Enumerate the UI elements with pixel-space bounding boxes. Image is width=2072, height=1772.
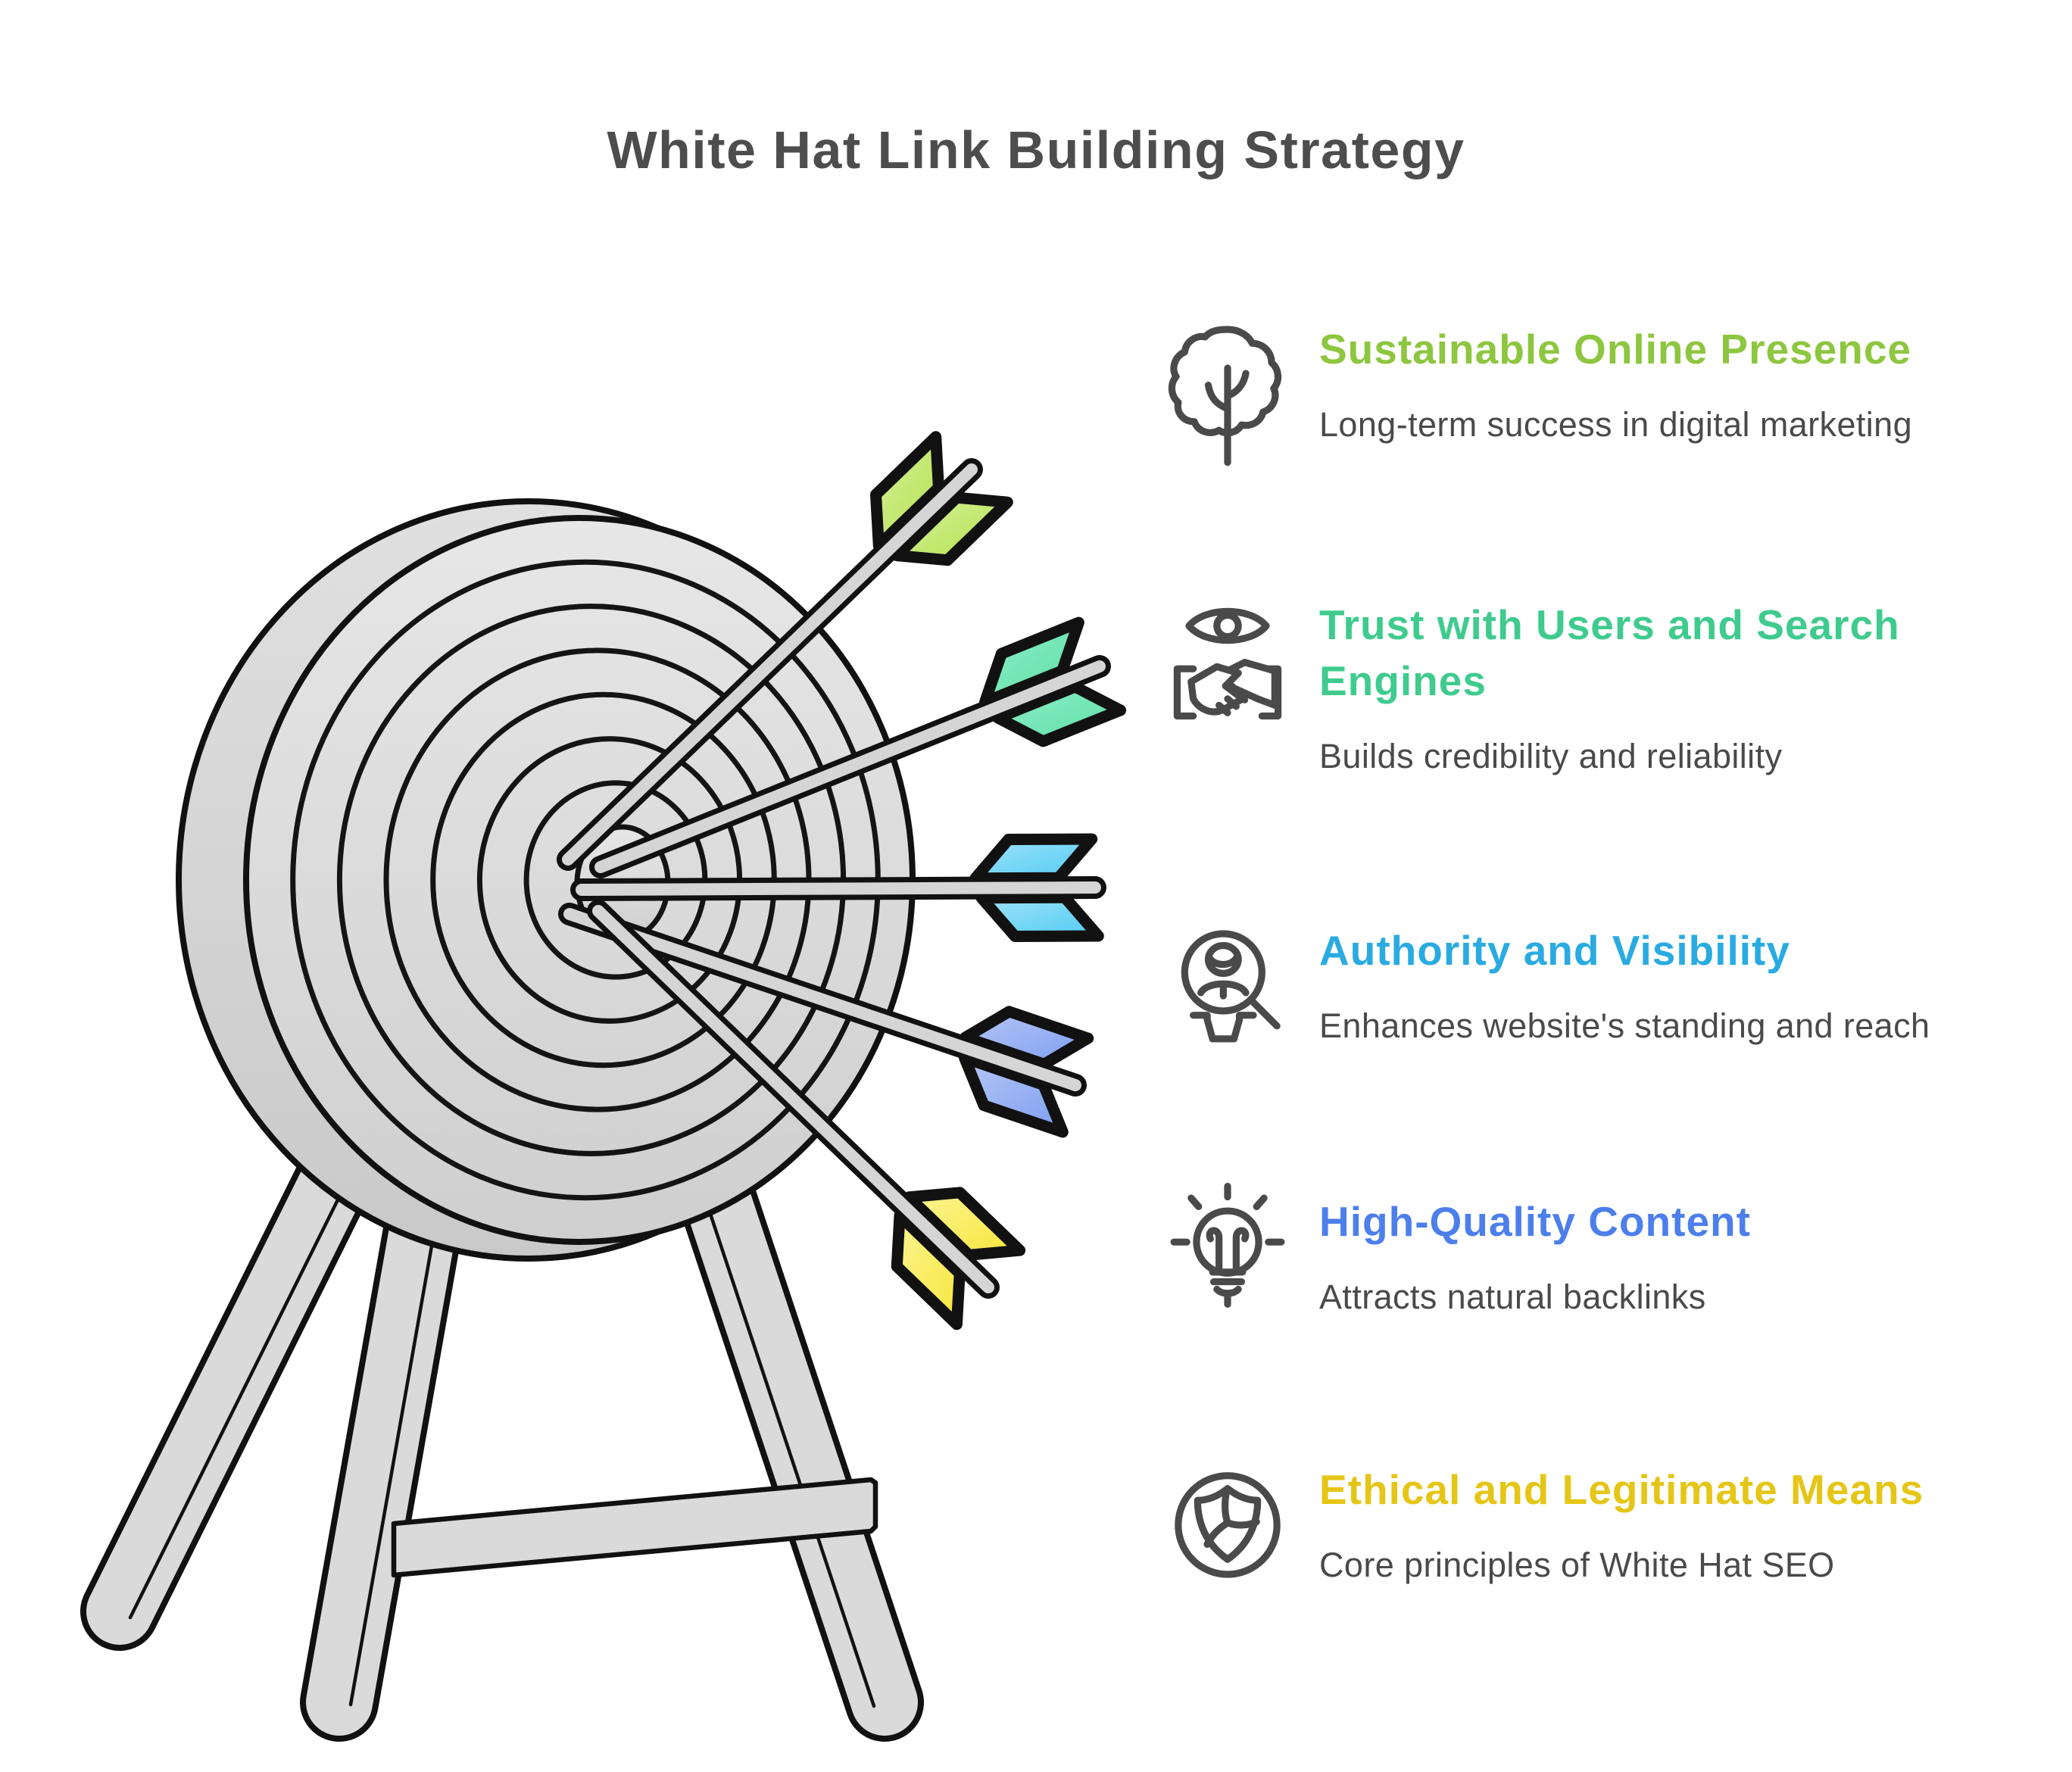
target-arrows [557, 431, 1127, 1331]
page-title: White Hat Link Building Strategy [607, 120, 1465, 179]
arrow-green [557, 431, 1013, 871]
stand-crossbar [391, 1477, 878, 1578]
arrow-teal [589, 616, 1127, 878]
lightbulb-icon [1163, 1181, 1292, 1333]
tree-icon [1163, 318, 1292, 470]
arrow-yellow [587, 900, 1026, 1331]
eye-handshake-icon [1163, 595, 1292, 747]
target-stand [80, 1097, 924, 1742]
item-heading: Authority and Visibility [1319, 927, 1790, 974]
item-heading: High-Quality Content [1319, 1198, 1751, 1245]
arrow-cyan [570, 833, 1106, 942]
person-magnifier-icon [1163, 922, 1292, 1074]
item-description: Builds credibility and reliability [1319, 737, 1783, 775]
benefit-item: Ethical and Legitimate Means Core princi… [1319, 1462, 2031, 1587]
item-description: Long-term success in digital marketing [1319, 405, 1913, 444]
item-description: Core principles of White Hat SEO [1319, 1546, 1835, 1584]
benefit-item: High-Quality Content Attracts natural ba… [1319, 1193, 2031, 1319]
item-heading: Trust with Users and Search Engines [1319, 601, 1900, 704]
benefit-item: Authority and Visibility Enhances websit… [1319, 922, 2031, 1048]
item-heading: Sustainable Online Presence [1319, 326, 1912, 373]
item-description: Enhances website's standing and reach [1319, 1006, 1930, 1045]
item-heading: Ethical and Legitimate Means [1319, 1466, 1924, 1513]
shield-icon [1163, 1460, 1292, 1611]
benefit-item: Sustainable Online Presence Long-term su… [1319, 321, 2031, 447]
target-illustration [80, 431, 1127, 1742]
arrow-blue [558, 903, 1094, 1138]
item-description: Attracts natural backlinks [1319, 1278, 1706, 1316]
benefit-item: Trust with Users and Search Engines Buil… [1319, 597, 2031, 778]
